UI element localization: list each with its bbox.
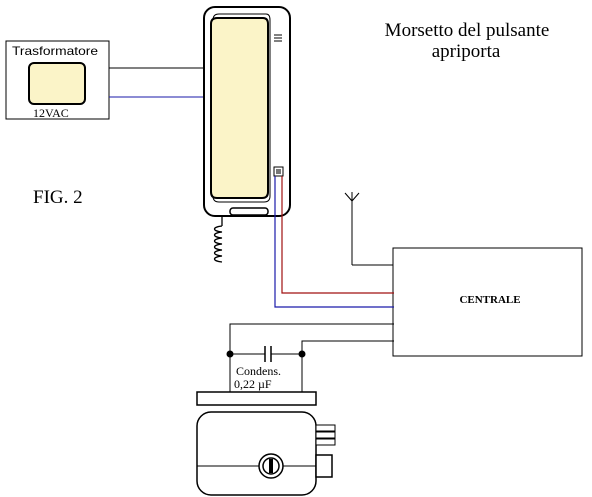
coiled-cord-icon <box>213 216 223 263</box>
transformer-voltage-label: 12VAC <box>33 106 69 120</box>
lock-body <box>196 411 317 496</box>
central-unit-label: CENTRALE <box>459 294 520 306</box>
key-cylinder-icon <box>258 453 284 479</box>
speaker-grille-icon <box>274 34 282 42</box>
capacitor-label-line2: 0,22 µF <box>234 377 272 391</box>
capacitor-label-line1: Condens. <box>236 364 281 378</box>
junction-dot-right <box>298 350 306 358</box>
transformer-core <box>28 62 86 105</box>
central-unit-box <box>392 247 583 357</box>
door-release-button-inner <box>276 169 281 174</box>
wire-lock-left <box>229 323 394 392</box>
handset-receiver <box>210 17 269 199</box>
intercom-handset <box>203 6 291 263</box>
handset-slot <box>229 207 269 216</box>
lock-latch <box>315 454 333 478</box>
figure-label: FIG. 2 <box>33 187 83 208</box>
wire-handset-blue <box>274 176 394 308</box>
transformer: Trasformatore 12VAC <box>5 40 110 120</box>
lock-plate <box>196 391 317 406</box>
handset-earpiece <box>212 13 271 203</box>
junction-dot-left <box>226 350 234 358</box>
terminal-label-line2: apriporta <box>432 41 501 62</box>
wire-lock-right <box>301 340 394 392</box>
lock-bolt-bars <box>315 424 336 446</box>
wire-handset-red <box>281 176 394 294</box>
terminal-label-line1: Morsetto del pulsante <box>385 20 550 41</box>
transformer-label: Trasformatore <box>12 44 98 58</box>
capacitor-icon <box>264 346 272 362</box>
central-unit: CENTRALE <box>392 247 583 357</box>
antenna-icon <box>344 192 395 266</box>
door-lock-icon <box>196 391 336 496</box>
